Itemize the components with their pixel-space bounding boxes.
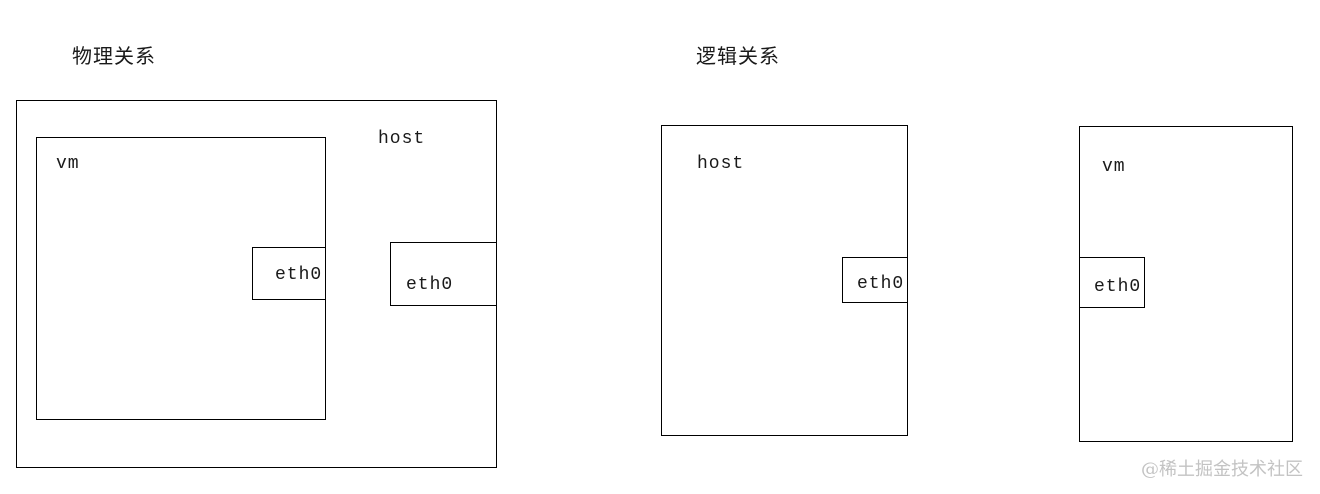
physical-vm-label: vm <box>56 154 80 174</box>
logical-host-eth0-label: eth0 <box>857 274 905 294</box>
physical-host-eth0-box <box>390 242 497 306</box>
physical-vm-eth0-box <box>252 247 326 300</box>
logical-host-label: host <box>697 154 745 174</box>
logical-vm-label: vm <box>1102 157 1126 177</box>
logical-diagram-title: 逻辑关系 <box>696 44 780 68</box>
logical-host-eth0-box <box>842 257 908 303</box>
physical-host-label: host <box>378 129 426 149</box>
logical-vm-eth0-label: eth0 <box>1094 277 1142 297</box>
physical-host-eth0-label: eth0 <box>406 275 454 295</box>
watermark-text: @稀土掘金技术社区 <box>1141 459 1303 480</box>
physical-diagram-title: 物理关系 <box>72 44 156 68</box>
logical-vm-eth0-box <box>1079 257 1145 308</box>
physical-vm-eth0-label: eth0 <box>275 265 323 285</box>
